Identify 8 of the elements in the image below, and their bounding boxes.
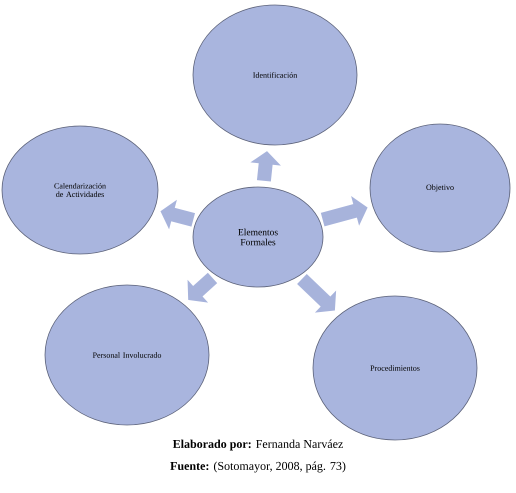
ellipse-node: Identificación [192, 4, 358, 146]
source-note: Elaborado por: Fernanda Narváez [172, 440, 343, 450]
block-arrow [188, 272, 218, 303]
ellipse-node: Objetivo [370, 124, 510, 252]
ellipse-node: Personal Involucrado [44, 284, 210, 426]
ellipse-node: Procedimientos [312, 296, 478, 440]
ellipse-node: Calendarización de Actividades [2, 126, 158, 254]
source-note: Fuente: (Sotomayor, 2008, pág. 73) [170, 462, 346, 472]
